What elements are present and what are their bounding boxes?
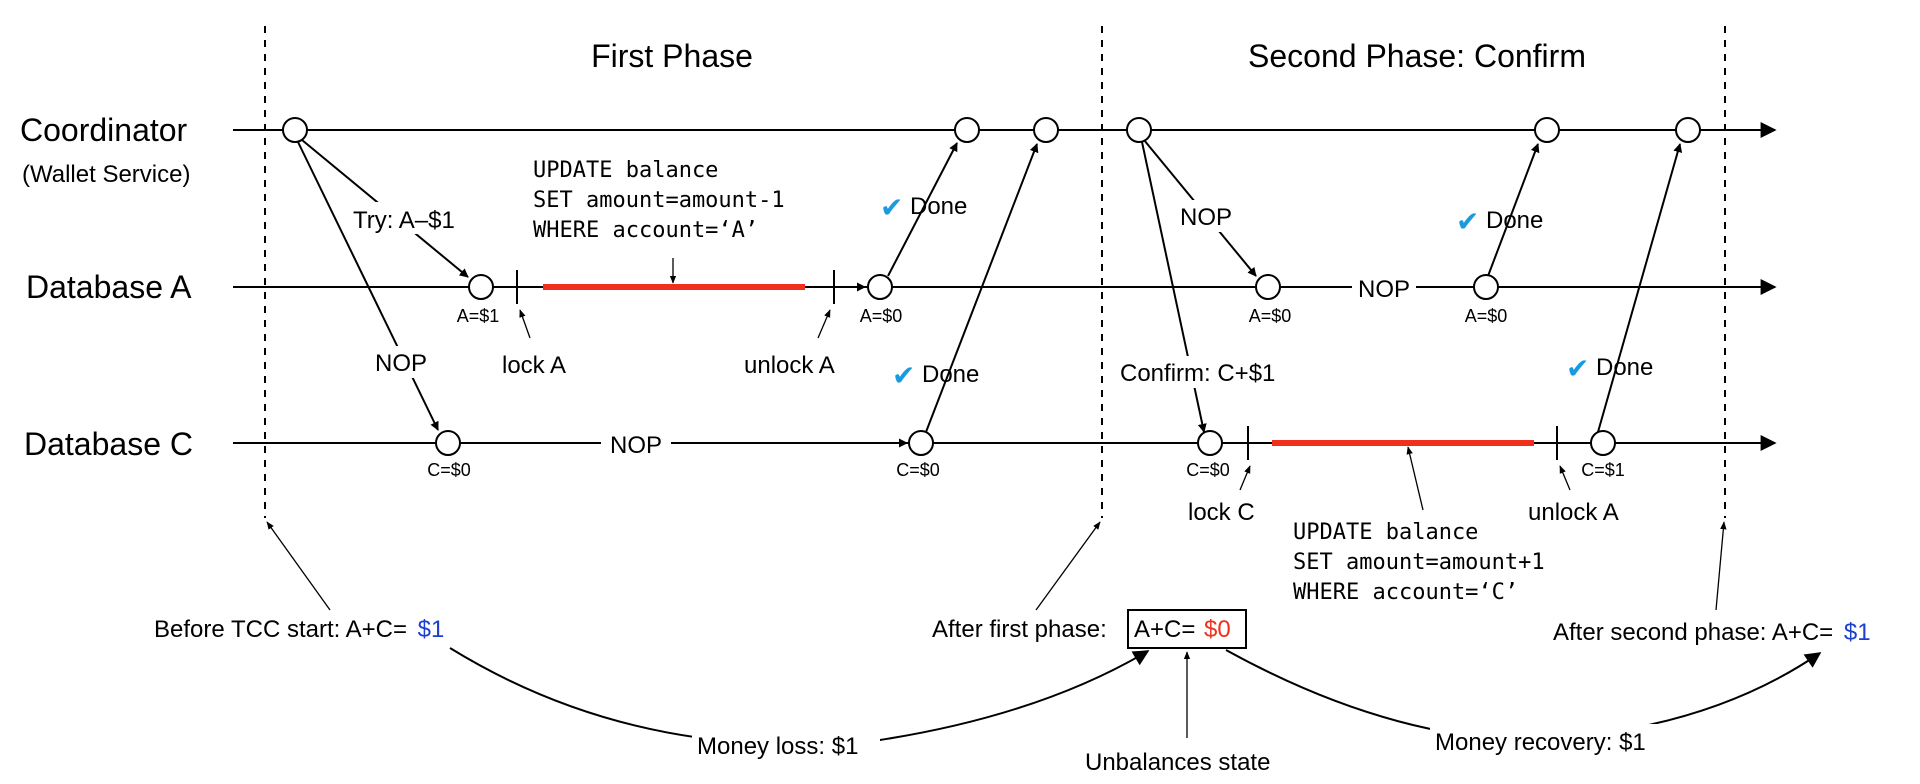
before-pointer [266, 521, 331, 611]
state-a0-3: A=$0 [1465, 306, 1508, 326]
state-c0-1: C=$0 [427, 460, 471, 480]
coordinator-node-2 [954, 117, 980, 143]
money-recovery-label: Money recovery: $1 [1435, 729, 1646, 756]
db-c-node-3 [1197, 430, 1223, 456]
database-c-label: Database C [24, 426, 193, 462]
coordinator-node-4 [1126, 117, 1152, 143]
done-label-a1: Done [910, 193, 967, 220]
nop-label-db-a: NOP [1358, 276, 1410, 303]
sql-block-a: UPDATE balance SET amount=amount-1 WHERE… [533, 158, 785, 243]
first-phase-title: First Phase [591, 38, 753, 74]
done-label-c1: Done [922, 361, 979, 388]
done-from-a-2 [1487, 143, 1540, 277]
state-a0-2: A=$0 [1249, 306, 1292, 326]
money-loss-label: Money loss: $1 [697, 733, 858, 760]
nop-label-to-a: NOP [1180, 204, 1232, 231]
lock-c-pointer [1239, 465, 1251, 491]
state-a0-1: A=$0 [860, 306, 903, 326]
nop-label-db-c: NOP [610, 432, 662, 459]
database-a-label: Database A [26, 269, 192, 305]
before-summary: Before TCC start: A+C= $1 [154, 616, 444, 643]
unlock-a-label-2: unlock A [1528, 499, 1619, 526]
unbalanced-label: Unbalances state [1085, 749, 1270, 776]
sql-a-line-1: UPDATE balance [533, 158, 718, 183]
done-from-c-2 [1597, 143, 1683, 433]
try-label: Try: A–$1 [353, 207, 455, 234]
state-c0-2: C=$0 [896, 460, 940, 480]
done-from-a-1 [887, 142, 958, 277]
sql-c-line-3: WHERE account=‘C’ [1293, 580, 1518, 605]
done-from-c-1 [925, 143, 1039, 433]
done-check-icon-2: ✔ [892, 360, 915, 391]
db-c-node-1 [435, 430, 461, 456]
lock-a-pointer [519, 309, 531, 339]
after2-pointer [1715, 521, 1727, 611]
nop-label-to-c: NOP [375, 350, 427, 377]
sql-c-pointer [1406, 446, 1424, 511]
lock-c-label: lock C [1188, 499, 1255, 526]
nop-message-to-c [297, 141, 439, 431]
state-c1: C=$1 [1581, 460, 1625, 480]
state-c0-3: C=$0 [1186, 460, 1230, 480]
unlock-a-pointer-2 [1559, 465, 1571, 491]
done-check-icon-1: ✔ [880, 192, 903, 223]
db-a-node-1 [468, 274, 494, 300]
second-phase-title: Second Phase: Confirm [1248, 38, 1586, 74]
sql-a-line-2: SET amount=amount-1 [533, 188, 785, 213]
after1-box-label: A+C= [1134, 616, 1195, 643]
coordinator-label: Coordinator [20, 112, 188, 148]
after1-box-value: $0 [1204, 616, 1231, 643]
coordinator-node-3 [1033, 117, 1059, 143]
done-label-a2: Done [1486, 207, 1543, 234]
sql-a-line-3: WHERE account=‘A’ [533, 218, 758, 243]
after2-summary: After second phase: A+C= $1 [1553, 619, 1871, 646]
db-c-node-2 [908, 430, 934, 456]
after1-summary-prefix: After first phase: [932, 616, 1107, 643]
confirm-label: Confirm: C+$1 [1120, 360, 1275, 387]
done-check-icon-4: ✔ [1566, 353, 1589, 384]
db-a-node-4 [1473, 274, 1499, 300]
state-a1: A=$1 [457, 306, 500, 326]
coordinator-node-start [282, 117, 308, 143]
unbalanced-box [1127, 609, 1247, 649]
before-summary-prefix: Before TCC start: A+C= [154, 616, 407, 643]
after2-summary-prefix: After second phase: A+C= [1553, 619, 1833, 646]
after1-summary-box: A+C= $0 [1134, 616, 1231, 643]
sql-c-line-1: UPDATE balance [1293, 520, 1478, 545]
done-check-icon-3: ✔ [1456, 206, 1479, 237]
coordinator-sublabel: (Wallet Service) [22, 161, 190, 188]
coordinator-node-6 [1675, 117, 1701, 143]
unlock-a-pointer-1 [817, 309, 831, 339]
lock-a-label: lock A [502, 352, 566, 379]
after2-summary-value: $1 [1844, 619, 1871, 646]
coordinator-node-5 [1534, 117, 1560, 143]
db-a-node-3 [1255, 274, 1281, 300]
db-a-node-2 [867, 274, 893, 300]
after1-pointer [1035, 521, 1101, 611]
done-label-c2: Done [1596, 354, 1653, 381]
before-summary-value: $1 [418, 616, 445, 643]
db-c-node-4 [1590, 430, 1616, 456]
unlock-a-label-1: unlock A [744, 352, 835, 379]
sql-block-c: UPDATE balance SET amount=amount+1 WHERE… [1293, 520, 1545, 605]
sql-c-line-2: SET amount=amount+1 [1293, 550, 1545, 575]
